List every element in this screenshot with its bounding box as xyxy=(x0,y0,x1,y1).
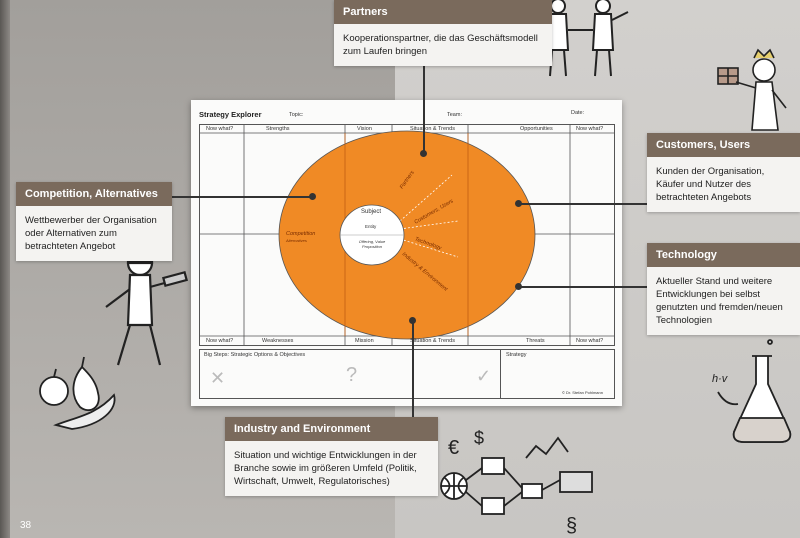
competition-title: Competition, Alternatives xyxy=(16,182,172,206)
fruits-illustration xyxy=(39,356,116,430)
header-strengths: Strengths xyxy=(266,126,290,132)
team-label: Team: xyxy=(447,112,462,118)
header-threats: Threats xyxy=(526,338,545,344)
partners-body: Kooperationspartner, die das Geschäftsmo… xyxy=(343,33,538,57)
customers-title: Customers, Users xyxy=(647,133,800,157)
industry-connector xyxy=(412,320,414,418)
page-number: 38 xyxy=(20,520,32,531)
center-offering: Offering, Value Proposition xyxy=(358,239,386,249)
center-entity: Entity xyxy=(365,224,377,229)
partners-dot xyxy=(420,150,427,157)
technology-body: Aktueller Stand und weitere Entwicklunge… xyxy=(656,276,783,326)
ring-alternatives: Alternatives xyxy=(286,238,307,243)
industry-body: Situation und wichtige Entwicklungen in … xyxy=(234,450,417,487)
strategy-grid: Now what? Strengths Vision Situation & T… xyxy=(199,124,615,346)
competition-callout: Competition, Alternatives Wettbewerber d… xyxy=(16,182,172,261)
partners-callout: Partners Kooperationspartner, die das Ge… xyxy=(334,0,552,66)
competition-connector xyxy=(172,196,312,198)
big-steps-box: Big Steps: Strategic Options & Objective… xyxy=(199,349,615,399)
customer-with-gift-illustration xyxy=(717,48,787,131)
header-situation-trends-top: Situation & Trends xyxy=(410,126,455,132)
customers-callout: Customers, Users Kunden der Organisation… xyxy=(647,133,800,212)
industry-callout: Industry and Environment Situation und w… xyxy=(225,417,438,496)
header-weaknesses: Weaknesses xyxy=(262,338,294,344)
competition-body: Wettbewerber der Organisation oder Alter… xyxy=(25,215,157,252)
header-vision: Vision xyxy=(357,126,372,132)
svg-text:h·v: h·v xyxy=(712,373,729,385)
technology-title: Technology xyxy=(647,243,800,267)
customers-dot xyxy=(515,200,522,207)
svg-text:€: € xyxy=(448,437,459,459)
competition-dot xyxy=(309,193,316,200)
cross-icon: ✕ xyxy=(210,368,226,388)
big-steps-label: Big Steps: Strategic Options & Objective… xyxy=(204,352,306,358)
customers-body: Kunden der Organisation, Käufer und Nutz… xyxy=(656,166,765,203)
strategy-explorer-sheet: Strategy Explorer Topic: Team: Date: Now… xyxy=(191,100,622,406)
industry-dot xyxy=(409,317,416,324)
header-now-what-3: Now what? xyxy=(206,338,234,344)
header-now-what-1: Now what? xyxy=(206,126,234,132)
customers-connector xyxy=(518,203,648,205)
partners-connector xyxy=(423,66,425,152)
topic-label: Topic: xyxy=(289,112,304,118)
technology-dot xyxy=(515,283,522,290)
thief-illustration xyxy=(105,249,189,366)
industry-environment-icons: € $ § xyxy=(440,428,593,537)
header-situation-trends-bottom: Situation & Trends xyxy=(410,338,455,344)
technology-connector xyxy=(518,286,648,288)
strategy-label: Strategy xyxy=(506,352,527,358)
center-subject: Subject xyxy=(361,209,382,215)
book-spine-shadow xyxy=(0,0,10,538)
ring-competition: Competition xyxy=(286,231,316,237)
svg-text:$: $ xyxy=(474,428,484,448)
grid-drawing xyxy=(200,125,614,345)
date-label: Date: xyxy=(571,110,585,116)
orange-ring xyxy=(278,130,536,340)
flask-illustration: h·v xyxy=(712,323,792,443)
question-mark-icon: ? xyxy=(346,364,358,386)
industry-title: Industry and Environment xyxy=(225,417,438,441)
header-now-what-2: Now what? xyxy=(576,126,604,132)
header-now-what-4: Now what? xyxy=(576,338,604,344)
svg-text:§: § xyxy=(566,515,577,537)
header-opportunities: Opportunities xyxy=(520,126,553,132)
sheet-title: Strategy Explorer xyxy=(199,110,262,119)
copyright: © Dr. Stefan Pohlmann xyxy=(562,390,603,395)
technology-callout: Technology Aktueller Stand und weitere E… xyxy=(647,243,800,335)
checkmark-icon: ✓ xyxy=(476,366,492,386)
partners-title: Partners xyxy=(334,0,552,24)
header-mission: Mission xyxy=(355,338,374,344)
